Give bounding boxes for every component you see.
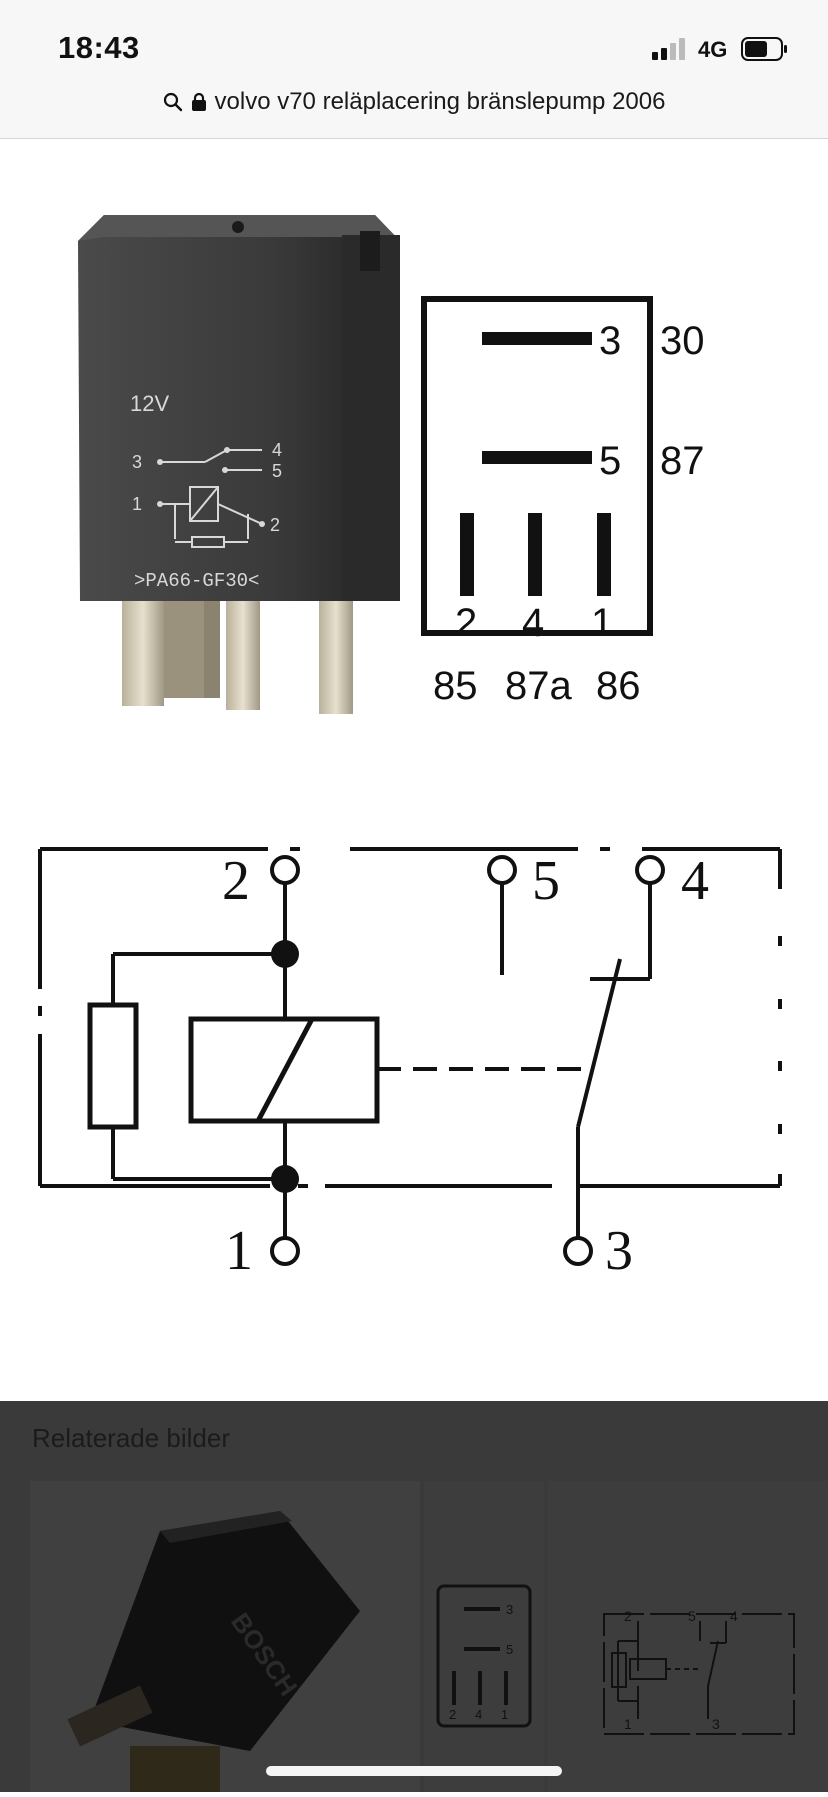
schematic-pin-3: 3 [605, 1220, 633, 1282]
browser-top-bar: 18:43 4G volvo v70 reläplacering bränsle… [0, 0, 828, 139]
thumb-schem-4: 4 [730, 1608, 738, 1624]
related-thumbnail-schematic[interactable]: 2 5 4 1 3 [548, 1481, 828, 1792]
relay-pin-4: 4 [272, 440, 282, 460]
relay-voltage-label: 12V [130, 391, 169, 416]
thumb-schem-1: 1 [624, 1716, 632, 1732]
pinout-label-85: 85 [433, 664, 478, 708]
thumb-pinout-2: 2 [449, 1707, 456, 1722]
schematic-thumbnail-image: 2 5 4 1 3 [603, 1608, 795, 1735]
relay-thumbnail-image: BOSCH [67, 1511, 360, 1796]
search-icon [163, 92, 182, 112]
thumb-pinout-1: 1 [501, 1707, 508, 1722]
thumb-schem-2: 2 [624, 1608, 632, 1624]
pinout-inner-1: 1 [591, 601, 613, 645]
pinout-inner-3: 3 [599, 319, 621, 363]
related-images-title: Relaterade bilder [32, 1423, 231, 1453]
status-time: 18:43 [58, 30, 140, 65]
relay-diagram-image: 12V 3 4 [38, 215, 782, 1282]
address-bar[interactable]: volvo v70 reläplacering bränslepump 2006 [0, 88, 828, 122]
relay-material-label: >PA66-GF30< [134, 570, 259, 592]
cellular-signal-icon [652, 38, 685, 60]
schematic-pin-2: 2 [222, 850, 250, 912]
main-image[interactable]: 12V 3 4 [0, 139, 828, 1401]
pinout-label-87: 87 [660, 439, 705, 483]
relay-pin-3: 3 [132, 452, 142, 472]
thumb-schem-3: 3 [712, 1716, 720, 1732]
related-thumbnail-pinout[interactable]: 3 5 2 4 1 [424, 1481, 544, 1792]
relay-pin-1: 1 [132, 494, 142, 514]
pinout-label-30: 30 [660, 319, 705, 363]
pinout-label-87a: 87a [505, 664, 572, 708]
related-thumbnail-relay[interactable]: BOSCH [30, 1481, 420, 1796]
battery-icon [741, 37, 787, 61]
relay-pinout-diagram: 3 5 2 4 1 30 87 85 87a 86 [421, 296, 705, 708]
schematic-pin-4: 4 [681, 850, 709, 912]
relay-photo: 12V 3 4 [78, 215, 400, 714]
pinout-inner-4: 4 [522, 601, 544, 645]
relay-pin-2: 2 [270, 515, 280, 535]
thumb-schem-5: 5 [688, 1608, 696, 1624]
thumb-pinout-5: 5 [506, 1642, 513, 1657]
related-images-section: Relaterade bilder BOSCH 3 5 2 4 1 [0, 1401, 828, 1796]
home-indicator[interactable] [266, 1766, 562, 1776]
pinout-inner-5: 5 [599, 439, 621, 483]
pinout-thumbnail-image: 3 5 2 4 1 [436, 1584, 532, 1728]
relay-pin-5: 5 [272, 461, 282, 481]
relay-schematic: 2 5 4 1 3 [38, 847, 782, 1282]
network-type: 4G [698, 37, 728, 62]
address-query: volvo v70 reläplacering bränslepump 2006 [214, 88, 666, 115]
pinout-inner-2: 2 [455, 601, 477, 645]
thumb-pinout-4: 4 [475, 1707, 482, 1722]
schematic-pin-5: 5 [532, 850, 560, 912]
schematic-pin-1: 1 [225, 1220, 253, 1282]
lock-icon [191, 92, 206, 111]
pinout-label-86: 86 [596, 664, 641, 708]
thumb-pinout-3: 3 [506, 1602, 513, 1617]
